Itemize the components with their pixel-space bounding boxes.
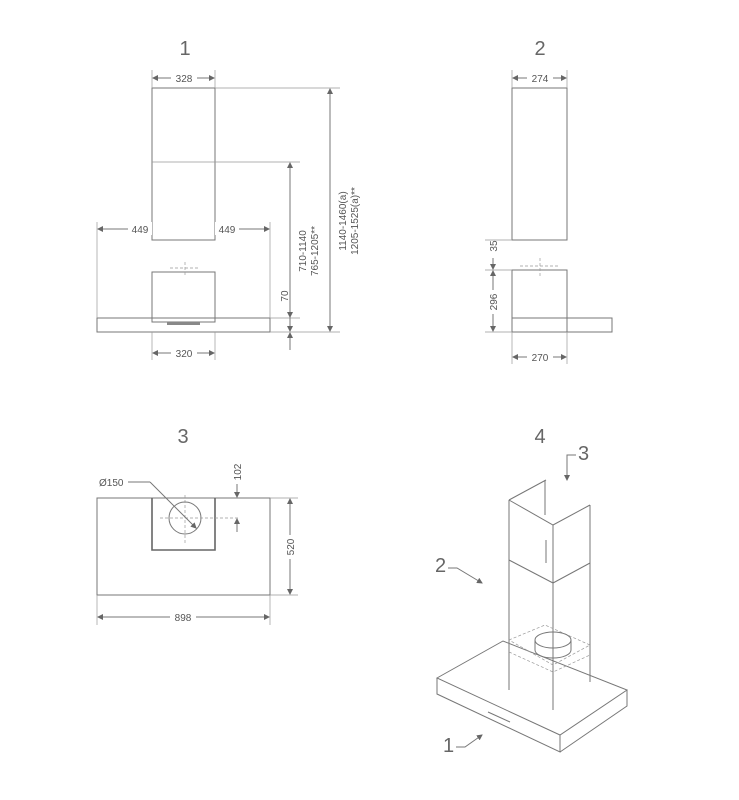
front-view: 1 328 449 449 320 70 710-1140 765-1205** bbox=[96, 38, 361, 360]
dim-height-range-a: 710-1140 bbox=[298, 230, 309, 272]
view-number: 3 bbox=[177, 426, 188, 448]
dim-outlet-diameter: Ø150 bbox=[99, 478, 124, 489]
chimney-outline bbox=[511, 87, 568, 241]
side-view: 2 274 35 296 270 bbox=[485, 38, 613, 364]
canopy bbox=[96, 317, 271, 333]
motor-box bbox=[511, 269, 568, 333]
view-number: 4 bbox=[534, 426, 545, 448]
dim-top-width: 274 bbox=[532, 74, 549, 85]
dim-left-offset: 449 bbox=[132, 225, 149, 236]
dim-height-range-b: 765-1205** bbox=[310, 226, 321, 276]
motor-box bbox=[151, 498, 216, 551]
motor-box bbox=[508, 624, 591, 673]
dim-right-offset: 449 bbox=[219, 225, 236, 236]
isometric-view: 4 2 3 1 bbox=[435, 426, 629, 757]
canopy-outline bbox=[96, 497, 271, 596]
callout-3: 3 bbox=[578, 443, 589, 465]
dim-bottom-width: 270 bbox=[532, 353, 549, 364]
dim-width: 898 bbox=[175, 613, 192, 624]
dim-outlet-offset: 102 bbox=[233, 463, 244, 480]
dim-canopy-height: 70 bbox=[280, 290, 291, 302]
view-number: 1 bbox=[179, 38, 190, 60]
dim-box-height: 296 bbox=[489, 293, 500, 310]
canopy bbox=[512, 317, 613, 333]
dim-height-range-d: 1205-1525(a)** bbox=[350, 187, 361, 255]
view-number: 2 bbox=[534, 38, 545, 60]
callout-1: 1 bbox=[443, 735, 454, 757]
canopy bbox=[435, 640, 629, 753]
dim-height-range-c: 1140-1460(a) bbox=[338, 191, 349, 250]
top-view: 3 Ø150 102 520 898 bbox=[96, 426, 298, 625]
dim-top-width: 328 bbox=[176, 74, 193, 85]
motor-box bbox=[151, 271, 216, 323]
callout-2: 2 bbox=[435, 555, 446, 577]
chimney bbox=[508, 479, 591, 710]
dim-bottom-width: 320 bbox=[176, 349, 193, 360]
dim-depth: 520 bbox=[286, 538, 297, 555]
dim-gap: 35 bbox=[489, 240, 500, 252]
chimney-outline bbox=[151, 87, 216, 241]
